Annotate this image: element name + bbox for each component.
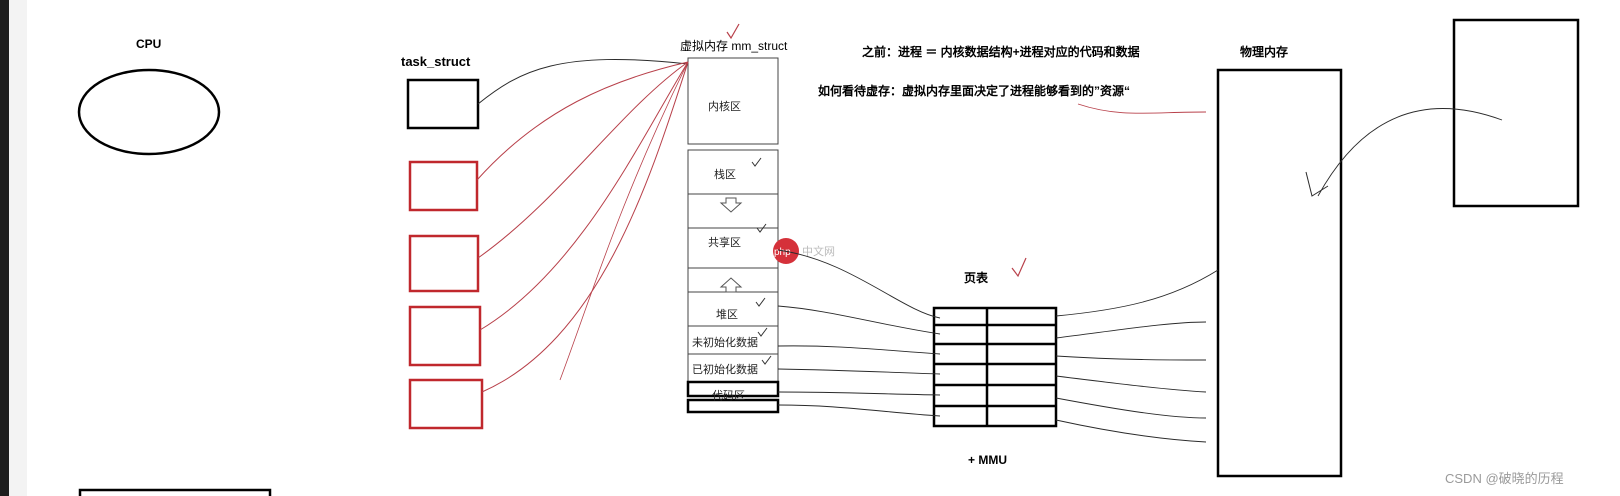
partial-box bbox=[78, 488, 272, 496]
segment-kernel: 内核区 bbox=[708, 99, 741, 113]
underline-stroke bbox=[1077, 103, 1207, 114]
note-view: 如何看待虚存：虚拟内存里面决定了进程能够看到的”资源“ bbox=[818, 83, 1130, 98]
segment-bss: 未初始化数据 bbox=[692, 335, 758, 349]
link-line bbox=[777, 391, 941, 396]
check-mark bbox=[757, 327, 768, 337]
link-line bbox=[479, 61, 689, 331]
link-line bbox=[476, 61, 689, 181]
segment-data: 已初始化数据 bbox=[692, 362, 758, 376]
mmu-label: + MMU bbox=[968, 453, 1007, 467]
csdn-credit: CSDN @破晓的历程 bbox=[1445, 471, 1564, 486]
php-watermark-text: php bbox=[774, 247, 791, 258]
check-mark bbox=[726, 23, 740, 40]
link-line bbox=[477, 61, 689, 259]
site-watermark: 中文网 bbox=[802, 244, 835, 258]
link-line bbox=[477, 59, 689, 105]
check-mark bbox=[1011, 257, 1027, 278]
process-box bbox=[408, 305, 482, 367]
physical-memory-label: 物理内存 bbox=[1240, 44, 1288, 59]
process-box bbox=[408, 160, 479, 212]
note-before: 之前：进程 ＝ 内核数据结构+进程对应的代码和数据 bbox=[862, 44, 1140, 59]
link-line bbox=[1317, 108, 1503, 197]
window-edge bbox=[0, 0, 9, 496]
link-line bbox=[777, 345, 941, 355]
link-line bbox=[1055, 355, 1207, 361]
arrow-up-icon bbox=[719, 277, 743, 293]
link-line bbox=[777, 249, 941, 319]
process-box bbox=[408, 234, 480, 293]
check-mark bbox=[751, 157, 762, 167]
link-line bbox=[1055, 375, 1207, 393]
page-table-grid bbox=[932, 306, 1058, 428]
window-margin bbox=[9, 0, 27, 496]
task-struct-box bbox=[406, 78, 480, 130]
arrow-head-icon bbox=[1305, 171, 1329, 197]
link-line bbox=[1055, 321, 1207, 339]
virtual-memory-column bbox=[686, 57, 780, 414]
check-mark bbox=[756, 223, 767, 233]
external-storage-box bbox=[1452, 18, 1580, 208]
segment-stack: 栈区 bbox=[714, 167, 736, 181]
task-struct-label: task_struct bbox=[401, 54, 471, 69]
link-line bbox=[1055, 269, 1219, 317]
link-line bbox=[1055, 419, 1207, 443]
check-mark bbox=[761, 355, 772, 365]
arrow-down-icon bbox=[719, 197, 743, 213]
virtual-memory-title: 虚拟内存 mm_struct bbox=[680, 39, 788, 53]
segment-heap: 堆区 bbox=[716, 308, 738, 321]
link-line bbox=[777, 368, 941, 375]
segment-code: 代码区 bbox=[712, 389, 745, 402]
physical-memory-box bbox=[1216, 68, 1343, 478]
link-line bbox=[1055, 397, 1207, 419]
cpu-label: CPU bbox=[136, 37, 161, 51]
link-line bbox=[559, 61, 689, 381]
link-line bbox=[481, 61, 689, 393]
link-line bbox=[777, 404, 941, 417]
page-table-label: 页表 bbox=[964, 270, 989, 285]
segment-shared: 共享区 bbox=[708, 235, 741, 249]
link-line bbox=[777, 305, 941, 335]
process-box bbox=[408, 378, 484, 430]
cpu-ellipse bbox=[77, 68, 221, 156]
check-mark bbox=[755, 297, 766, 307]
